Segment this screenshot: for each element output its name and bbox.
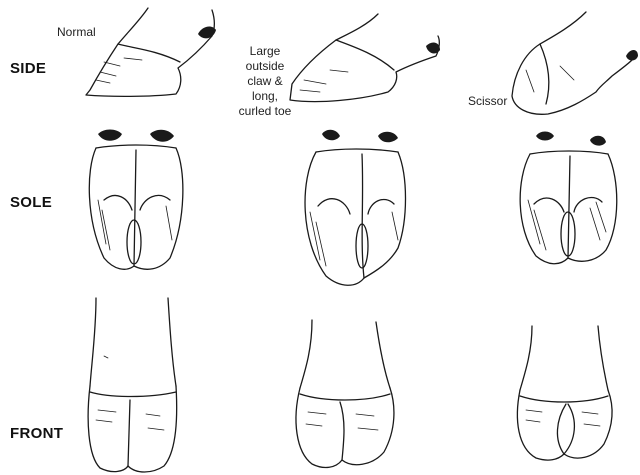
sole-scissor-hoof <box>520 132 617 264</box>
front-large-claw-hoof <box>296 320 394 467</box>
side-normal-hoof <box>86 8 216 96</box>
side-scissor-hoof <box>512 12 638 114</box>
sole-normal-hoof <box>89 130 183 270</box>
side-large-claw-hoof <box>290 14 440 102</box>
front-scissor-hoof <box>517 326 612 460</box>
sole-large-claw-hoof <box>305 130 405 286</box>
front-normal-hoof <box>88 298 177 472</box>
